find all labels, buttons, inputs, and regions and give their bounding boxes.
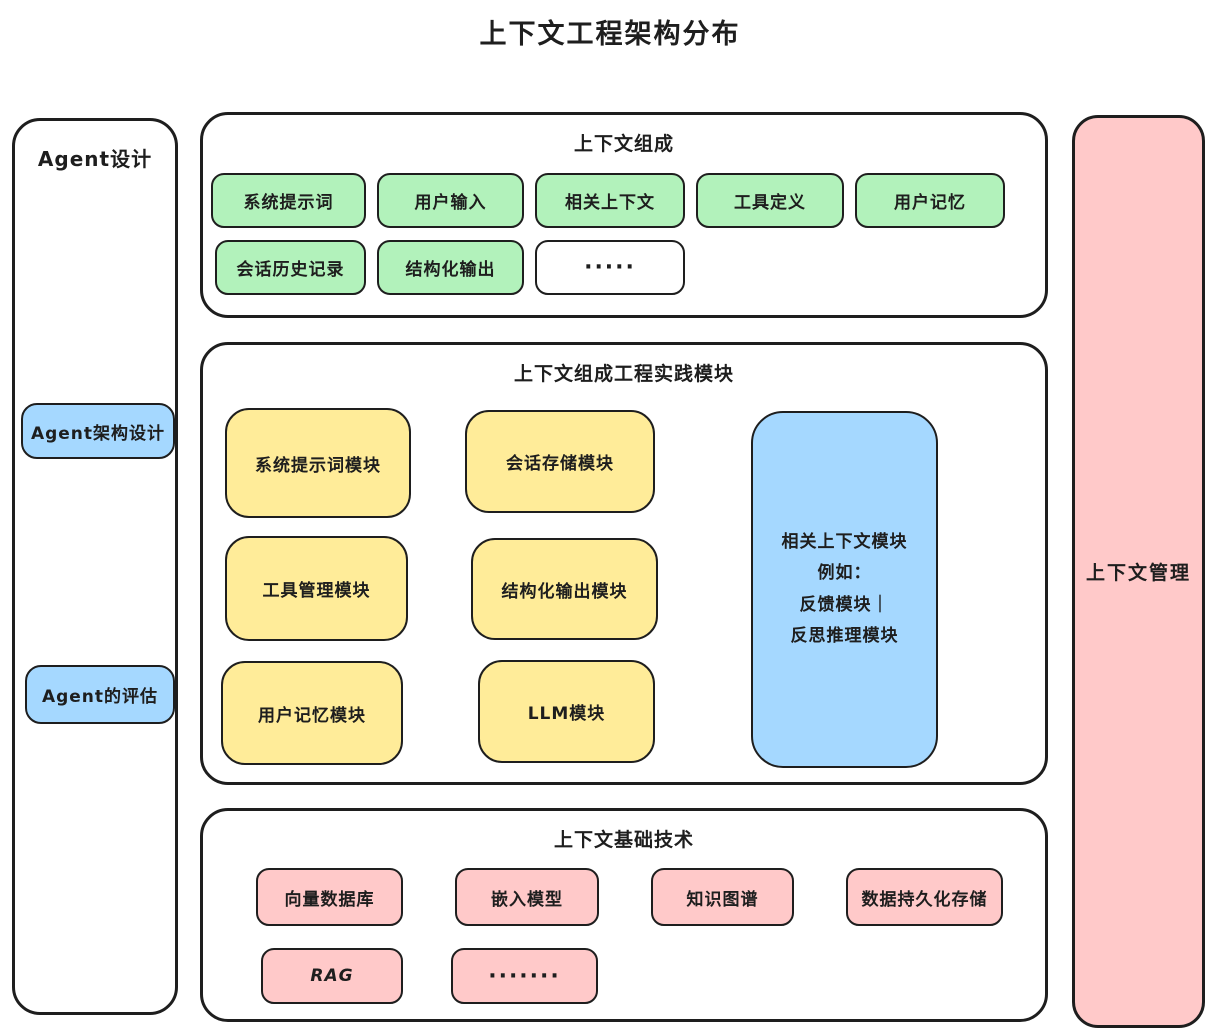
structured-output-module-node: 结构化输出模块 — [471, 538, 658, 640]
context-composition-section: 上下文组成 系统提示词 用户输入 相关上下文 工具定义 用户记忆 会话历史记录 … — [200, 112, 1048, 318]
related-context-module-text: 相关上下文模块 例如： 反馈模块｜ 反思推理模块 — [782, 527, 908, 653]
agent-design-container: Agent设计 Agent架构设计 Agent的评估 — [12, 118, 178, 1015]
tool-management-module-node: 工具管理模块 — [225, 536, 408, 641]
agent-architecture-node: Agent架构设计 — [21, 403, 175, 459]
tool-definition-node: 工具定义 — [696, 173, 844, 228]
llm-module-node: LLM模块 — [478, 660, 655, 763]
related-context-module-node: 相关上下文模块 例如： 反馈模块｜ 反思推理模块 — [751, 411, 938, 768]
foundation-row-2: RAG ······· — [261, 948, 598, 1004]
related-context-line: 例如： — [817, 563, 872, 584]
composition-row-2: 会话历史记录 结构化输出 ····· — [215, 240, 685, 295]
agent-evaluation-node: Agent的评估 — [25, 665, 175, 724]
related-context-line: 反馈模块｜ — [799, 594, 890, 615]
context-management-panel: 上下文管理 — [1072, 115, 1205, 1028]
data-persistence-node: 数据持久化存储 — [846, 868, 1003, 926]
foundation-tech-title: 上下文基础技术 — [553, 829, 694, 851]
structured-output-node: 结构化输出 — [377, 240, 524, 295]
embedding-model-node: 嵌入模型 — [455, 868, 599, 926]
user-input-node: 用户输入 — [377, 173, 524, 228]
user-memory-node: 用户记忆 — [855, 173, 1005, 228]
related-context-line: 反思推理模块 — [790, 625, 899, 646]
relevant-context-node: 相关上下文 — [535, 173, 685, 228]
foundation-tech-section: 上下文基础技术 向量数据库 嵌入模型 知识图谱 数据持久化存储 RAG ····… — [200, 808, 1048, 1022]
foundation-ellipsis-node: ······· — [451, 948, 598, 1004]
user-memory-module-node: 用户记忆模块 — [221, 661, 403, 765]
composition-row-1: 系统提示词 用户输入 相关上下文 工具定义 用户记忆 — [211, 173, 1005, 228]
session-storage-module-node: 会话存储模块 — [465, 410, 655, 513]
foundation-row-1: 向量数据库 嵌入模型 知识图谱 数据持久化存储 — [256, 868, 1003, 926]
system-prompt-node: 系统提示词 — [211, 173, 366, 228]
practice-modules-section: 上下文组成工程实践模块 系统提示词模块 会话存储模块 工具管理模块 结构化输出模… — [200, 342, 1048, 785]
conversation-history-node: 会话历史记录 — [215, 240, 366, 295]
rag-node: RAG — [261, 948, 403, 1004]
context-management-label: 上下文管理 — [1085, 562, 1191, 584]
agent-design-title: Agent设计 — [37, 147, 153, 171]
practice-modules-title: 上下文组成工程实践模块 — [513, 363, 734, 385]
diagram-title: 上下文工程架构分布 — [479, 19, 741, 50]
related-context-line: 相关上下文模块 — [781, 531, 908, 552]
composition-ellipsis-node: ····· — [535, 240, 685, 295]
knowledge-graph-node: 知识图谱 — [651, 868, 794, 926]
context-composition-title: 上下文组成 — [573, 133, 674, 155]
vector-database-node: 向量数据库 — [256, 868, 403, 926]
system-prompt-module-node: 系统提示词模块 — [225, 408, 411, 518]
